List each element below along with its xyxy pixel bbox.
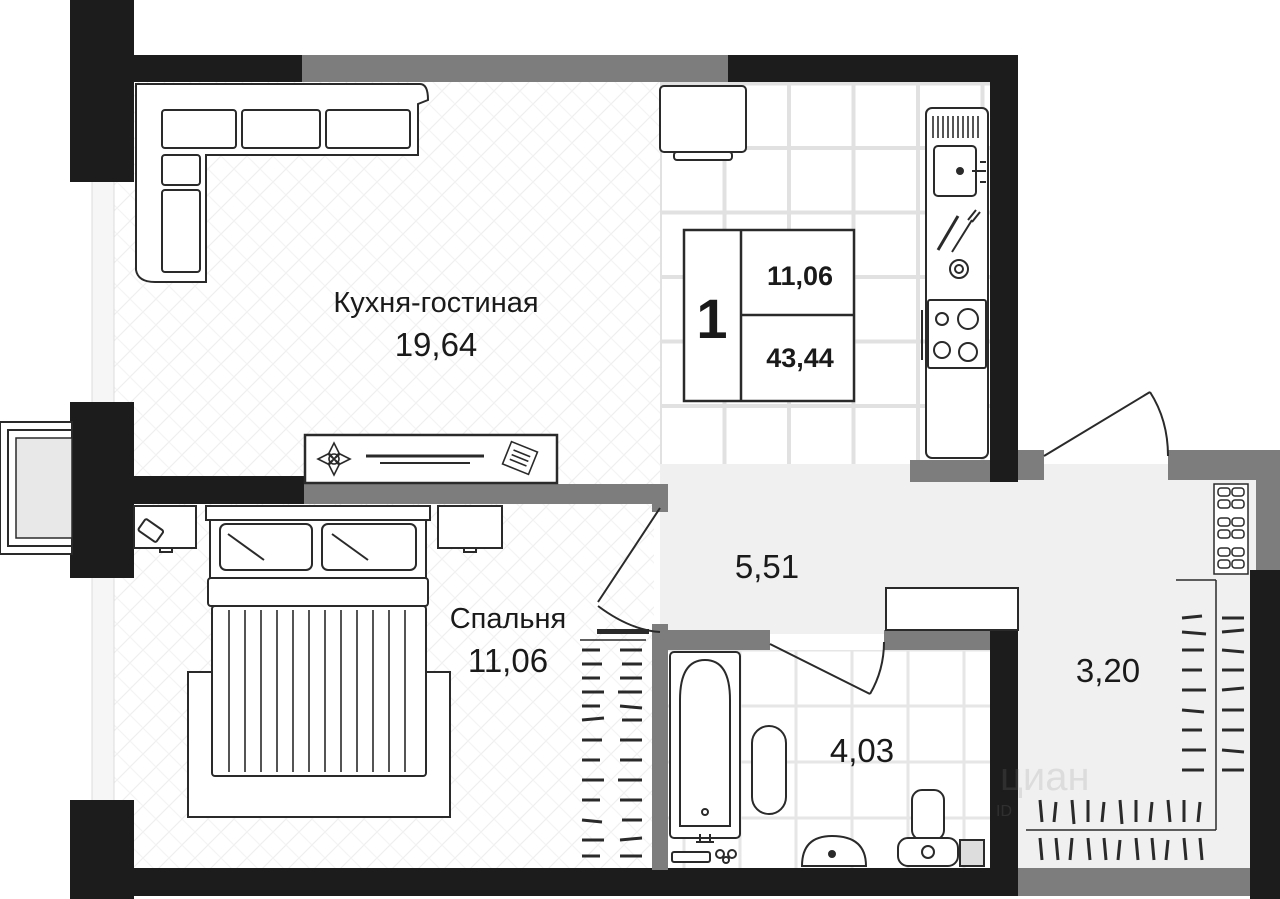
bath-top-wall bbox=[668, 630, 770, 650]
badge-total-area: 43,44 bbox=[766, 343, 834, 373]
hall-stub-wall bbox=[1018, 450, 1044, 480]
kitchen-living-area: 19,64 bbox=[395, 326, 478, 363]
tv-stand bbox=[303, 433, 559, 485]
top-wall-left bbox=[132, 55, 302, 82]
bedroom-wardrobe bbox=[580, 639, 646, 858]
kitchen-bottom-wall-grey bbox=[910, 460, 990, 482]
bedroom-name: Спальня bbox=[450, 603, 567, 635]
wardrobe-right-wall bbox=[1250, 570, 1280, 899]
living-bedroom-wall-dark bbox=[132, 476, 304, 504]
top-wall-window bbox=[302, 55, 728, 82]
watermark: циан ID bbox=[996, 755, 1090, 820]
ac-unit bbox=[0, 421, 73, 555]
bath-right-wall bbox=[990, 630, 1018, 870]
left-pier-mid bbox=[70, 402, 134, 578]
hallway-shelf bbox=[885, 587, 1019, 631]
doors bbox=[597, 391, 1169, 695]
bathroom-fixtures bbox=[669, 651, 985, 867]
wardrobe-area: 3,20 bbox=[1076, 652, 1140, 689]
summary-badge: 1 11,06 43,44 bbox=[682, 228, 856, 403]
left-pier-bottom bbox=[70, 800, 134, 899]
closet-rail-right bbox=[1176, 579, 1245, 830]
closet-rail-bottom bbox=[1026, 799, 1216, 861]
bedroom-furniture bbox=[133, 505, 503, 818]
badge-rooms-count: 1 bbox=[696, 287, 727, 350]
kitchen-counter bbox=[921, 107, 989, 459]
left-pier-top bbox=[70, 0, 134, 182]
bedroom-area: 11,06 bbox=[468, 642, 548, 679]
fridge bbox=[659, 85, 747, 161]
watermark-text: циан bbox=[1000, 755, 1090, 799]
watermark-sub: ID bbox=[996, 803, 1012, 820]
bedroom-door-jamb bbox=[652, 486, 668, 512]
hallway-area: 5,51 bbox=[735, 548, 799, 585]
bath-left-wall bbox=[652, 624, 668, 870]
walls bbox=[70, 0, 1280, 899]
wardrobe-top-wall bbox=[1168, 450, 1280, 480]
top-wall-right bbox=[728, 55, 1018, 82]
living-bedroom-wall-grey bbox=[304, 484, 668, 504]
bottom-wall bbox=[132, 868, 1018, 896]
bath-top-wall-right bbox=[884, 630, 990, 650]
badge-living-area: 11,06 bbox=[767, 261, 833, 291]
closet-shoes bbox=[1213, 483, 1249, 575]
sofa bbox=[135, 83, 430, 283]
kitchen-living-name: Кухня-гостиная bbox=[333, 287, 538, 319]
bottom-wall-grey bbox=[1018, 868, 1250, 896]
wardrobe-right-wall-grey bbox=[1256, 480, 1280, 570]
bathroom-area: 4,03 bbox=[830, 732, 894, 769]
kitchen-right-wall bbox=[990, 55, 1018, 482]
